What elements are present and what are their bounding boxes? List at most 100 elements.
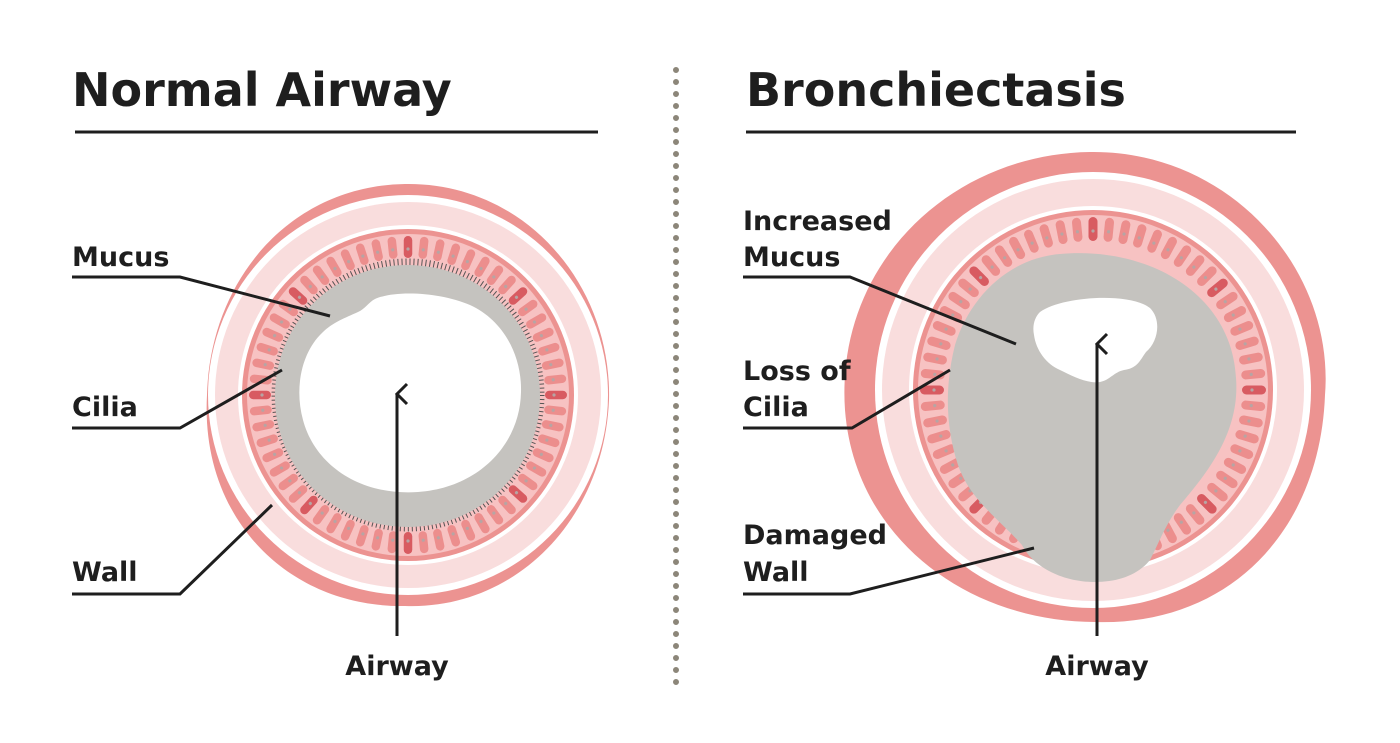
normal-epithelial-cell [538, 342, 560, 356]
normal-epithelial-cell [461, 249, 476, 271]
normal-epithelial-cell [256, 434, 278, 448]
increased-mucus-label-line2: Mucus [743, 242, 840, 273]
increased-mucus-leader-line [743, 275, 1017, 346]
normal-epithelial-cell [508, 485, 528, 503]
loss-of-cilia-label-line2: Cilia [743, 392, 809, 423]
normal-epithelial-cell [538, 434, 560, 448]
damaged-epithelial-cell [1039, 224, 1053, 248]
normal-epithelial-cell [252, 420, 275, 432]
normal-epithelial-cell [326, 513, 342, 534]
normal-epithelial-cell [262, 448, 284, 463]
normal-airway-lumen [299, 293, 522, 493]
damaged-wall-label-line1: Damaged [743, 520, 887, 551]
damaged-epithelial-cells [920, 217, 1266, 563]
normal-epithelial-cell [340, 519, 355, 541]
damaged-epithelial-cell [1024, 229, 1039, 253]
normal-epithelial-cell [249, 405, 272, 416]
normal-epithelial-cell [418, 531, 429, 554]
damaged-epithelial-cell [939, 457, 963, 474]
normal-epithelial-cell [300, 275, 318, 295]
normal-epithelial-cell [447, 243, 461, 265]
damaged-epithelial-cell [1118, 220, 1131, 244]
normal-epithelial-cell [526, 461, 547, 477]
normal-epithelial-cell [278, 473, 298, 491]
loss-of-cilia-leader-line [743, 368, 951, 430]
cilia-leader-line [72, 368, 283, 430]
cilia-label: Cilia [72, 392, 138, 423]
normal-epithelial-cell [532, 327, 554, 342]
normal-epithelial-cell [249, 390, 271, 400]
damaged-epithelial-cell [1223, 306, 1247, 323]
wall-label: Wall [72, 557, 138, 588]
damaged-epithelial-cell [1173, 245, 1192, 267]
damaged-epithelial-cell [1185, 255, 1205, 276]
normal-cilia-ring [271, 258, 545, 532]
damaged-epithelial-cell [920, 400, 945, 412]
normal-epithelial-cell [545, 390, 567, 400]
damaged-epithelial-cell [969, 266, 989, 286]
damaged-epithelial-cell [1133, 224, 1147, 248]
damaged-epithelial-cell [1230, 444, 1254, 459]
damaged-epithelial-cell [1223, 457, 1247, 474]
damaged-epithelial-cell [948, 291, 970, 310]
damaged-epithelial-cell [1241, 368, 1266, 380]
normal-epithelial-cell [474, 513, 490, 534]
normal-epithelial-cell [387, 531, 398, 554]
normal-epithelial-cell [544, 405, 567, 416]
damaged-epithelial-cell [920, 385, 944, 395]
normal-epithelial-cell [355, 243, 369, 265]
normal-epithelial-cell [403, 236, 413, 258]
damaged-airway-label: Airway [1045, 651, 1149, 682]
normal-epithelial-cell [403, 532, 413, 554]
damaged-epithelial-cell [1235, 430, 1259, 444]
damaged-epithelial-cell [927, 336, 951, 350]
normal-epithelial-cell [486, 265, 504, 285]
normal-epithelial-cell [532, 448, 554, 463]
normal-epithelial-cell [387, 236, 398, 259]
damaged-epithelial-cell [958, 278, 979, 298]
increased-mucus-label-line1: Increased [743, 206, 892, 237]
damaged-wall-leader-line [743, 546, 1035, 596]
damaged-epithelial-cell [1216, 291, 1238, 310]
damaged-epithelial-cell [1241, 400, 1266, 412]
normal-epithelial-cell [312, 505, 330, 525]
normal-epithelial-cell [541, 358, 564, 370]
normal-epithelial-cell [269, 461, 290, 477]
wall-leader-line [72, 503, 274, 596]
damaged-epithelial-cell [994, 245, 1013, 267]
normal-epithelial-cell [371, 528, 383, 551]
normal-epithelial-cell [474, 256, 490, 277]
normal-epithelial-cell [312, 265, 330, 285]
normal-epithelial-cell [326, 256, 342, 277]
damaged-epithelial-cell [1235, 336, 1259, 350]
damaged-epithelial-cell [1160, 236, 1177, 260]
damaged-wall-label-line2: Wall [743, 557, 809, 588]
normal-epithelial-cell [300, 495, 318, 515]
normal-epithelial-cell [262, 327, 284, 342]
damaged-epithelial-cell [1207, 278, 1228, 298]
normal-airway-cross-section [206, 183, 610, 607]
damaged-epithelial-cell [1147, 229, 1162, 253]
bronchiectasis-title: Bronchiectasis [746, 63, 1126, 117]
damaged-epithelial-cell [1197, 266, 1217, 286]
damaged-epithelial-cell [923, 352, 947, 365]
mucus-label: Mucus [72, 242, 169, 273]
normal-airway-panel: Normal Airway Mucus Cilia Wall Airway [72, 63, 610, 682]
normal-epithelial-cell [498, 275, 516, 295]
normal-epithelial-cell [486, 505, 504, 525]
damaged-epithelial-cell [1071, 217, 1083, 242]
damaged-epithelial-cell [981, 255, 1001, 276]
normal-epithelial-cell [447, 525, 461, 547]
increased-mucus-mass [947, 253, 1237, 582]
damaged-epithelial-cell [1207, 482, 1228, 502]
normal-epithelial-cell [288, 485, 308, 503]
damaged-epithelial-cell [1055, 220, 1068, 244]
normal-epithelial-cell [252, 358, 275, 370]
mucus-leader-line [72, 275, 331, 318]
damaged-epithelial-cell [923, 415, 947, 428]
normal-epithelial-cell [526, 313, 547, 329]
normal-epithelial-cell [355, 525, 369, 547]
damaged-epithelial-cell [1173, 513, 1192, 535]
damaged-epithelial-cell [939, 306, 963, 323]
